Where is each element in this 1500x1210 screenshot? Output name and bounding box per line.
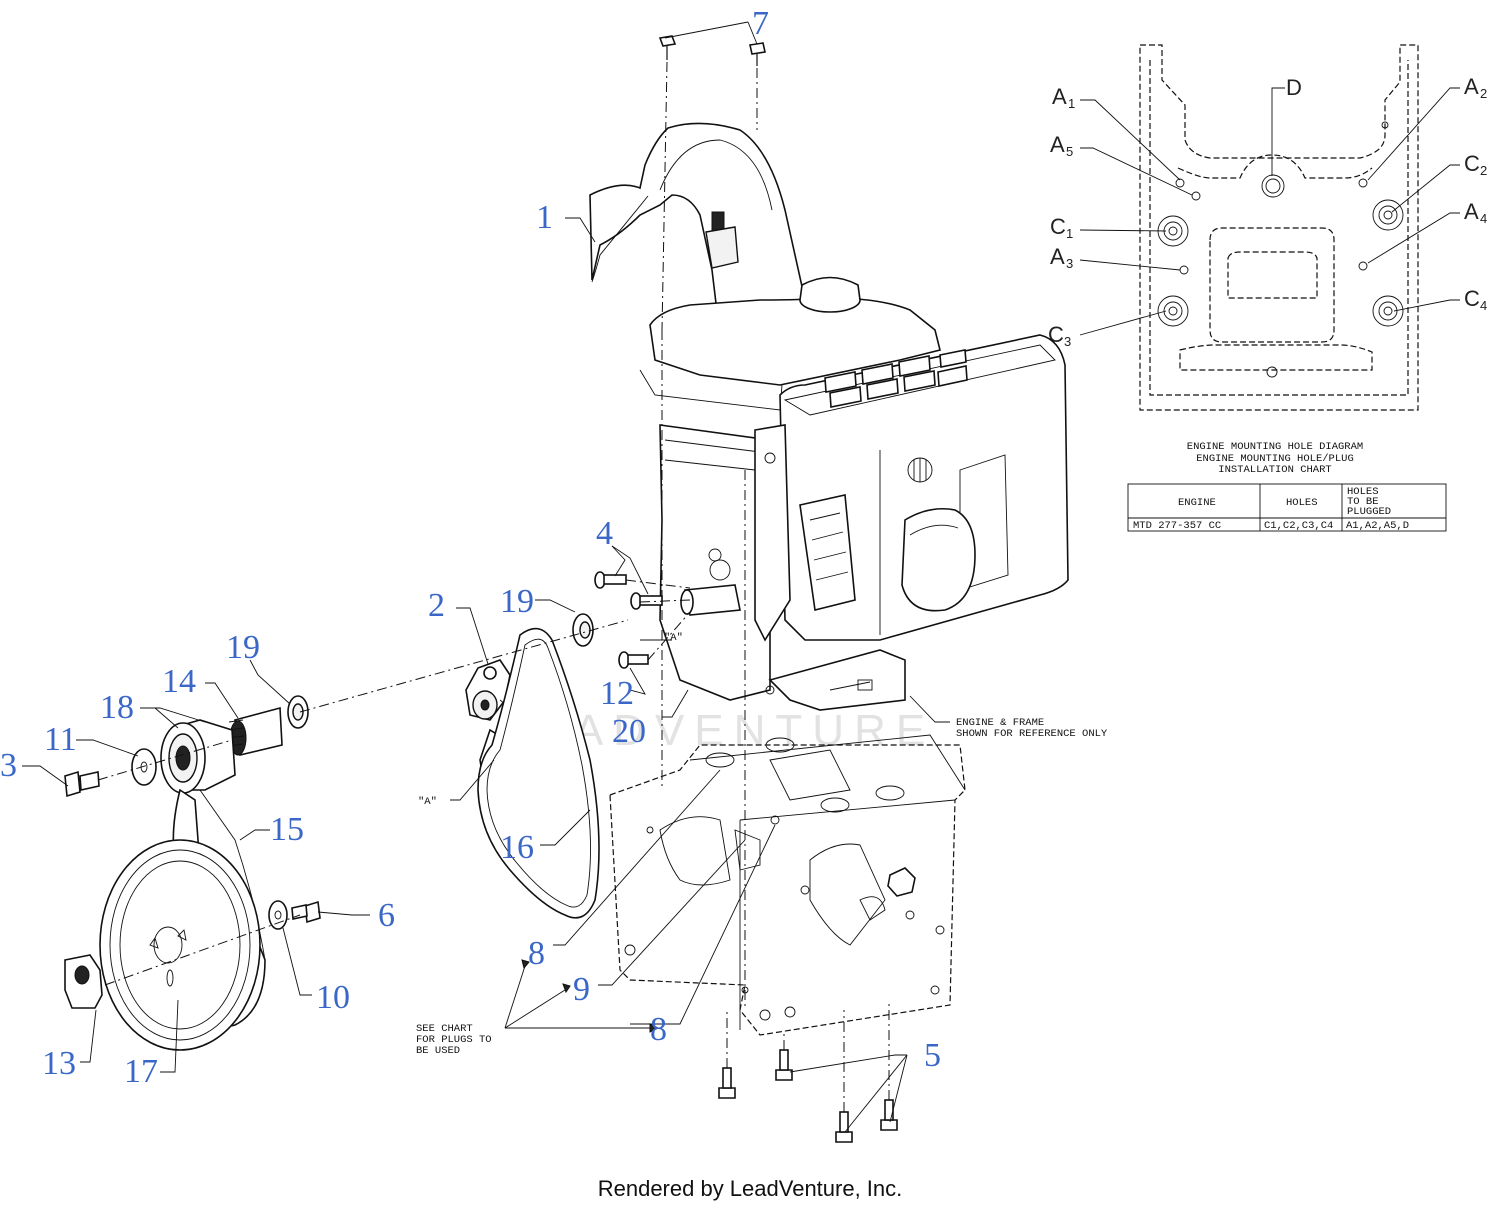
- engine: [589, 122, 1069, 711]
- table-header-plugged-1: HOLES: [1347, 486, 1379, 498]
- label-a2-sub: 2: [1480, 86, 1487, 101]
- callout-leaders: [22, 21, 950, 1133]
- bolt-7-left: [658, 35, 677, 60]
- note-see-chart-3: BE USED: [416, 1045, 460, 1057]
- callout-19-right: 19: [500, 583, 534, 620]
- label-a1-sub: 1: [1068, 96, 1075, 111]
- washer-19-left: [287, 695, 309, 729]
- table-cell-plugged: A1,A2,A5,D: [1346, 520, 1409, 532]
- callout-8-lower: 8: [650, 1011, 667, 1048]
- table-cell-engine: MTD 277-357 CC: [1133, 520, 1221, 532]
- callout-8-upper: 8: [528, 935, 545, 972]
- callout-4: 4: [596, 515, 613, 552]
- installation-chart-title-2: INSTALLATION CHART: [1218, 464, 1331, 476]
- table-header-plugged-3: PLUGGED: [1347, 506, 1391, 518]
- hole-labels: A 1 A 5 C 1 A 3 C 3 D A 2 C 2 A 4 C 4: [1048, 74, 1487, 349]
- bolt-4-lower: [630, 592, 663, 610]
- washer-11: [131, 748, 157, 786]
- callout-12: 12: [600, 675, 634, 712]
- label-c2-sub: 2: [1480, 163, 1487, 178]
- bolt-3: [64, 770, 100, 798]
- bolt-4-upper: [594, 571, 627, 589]
- callout-18: 18: [100, 689, 134, 726]
- callout-2: 2: [428, 587, 445, 624]
- engine-mounting-plate: [1139, 44, 1419, 411]
- callout-10: 10: [316, 979, 350, 1016]
- pulley-18: [160, 719, 236, 794]
- note-a-left: "A": [418, 796, 437, 808]
- hub-13: [64, 954, 103, 1009]
- note-see-chart-2: FOR PLUGS TO: [416, 1034, 492, 1046]
- label-a2: A: [1464, 74, 1479, 99]
- table-cell-holes: C1,C2,C3,C4: [1264, 520, 1333, 532]
- installation-chart-title-1: ENGINE MOUNTING HOLE/PLUG: [1196, 453, 1354, 465]
- note-a-right: "A": [664, 632, 683, 644]
- note-see-chart-1: SEE CHART: [416, 1023, 473, 1035]
- label-a4: A: [1464, 199, 1479, 224]
- pulley-17: [99, 839, 261, 1051]
- note-engine-frame-1: ENGINE & FRAME: [956, 717, 1044, 729]
- table-header-holes: HOLES: [1286, 497, 1318, 509]
- label-c3-sub: 3: [1064, 334, 1071, 349]
- callout-5: 5: [924, 1037, 941, 1074]
- note-engine-frame-2: SHOWN FOR REFERENCE ONLY: [956, 728, 1108, 740]
- callout-7: 7: [752, 5, 769, 42]
- callouts: 1 2 3 4 5 6 7 8 8 9 10 11 12 13 14 15 16…: [0, 5, 941, 1090]
- label-c4-sub: 4: [1480, 298, 1487, 313]
- hole-diagram-leaders: [1079, 87, 1460, 336]
- washer-10: [268, 900, 288, 930]
- callout-1: 1: [536, 199, 553, 236]
- callout-14: 14: [162, 663, 196, 700]
- callout-3: 3: [0, 747, 17, 784]
- hole-diagram-title: ENGINE MOUNTING HOLE DIAGRAM: [1187, 441, 1363, 453]
- label-c1: C: [1050, 214, 1066, 239]
- label-d: D: [1286, 75, 1302, 100]
- label-c4: C: [1464, 286, 1480, 311]
- label-c1-sub: 1: [1066, 226, 1073, 241]
- callout-13: 13: [42, 1045, 76, 1082]
- bolt-5-a: [718, 1067, 736, 1099]
- label-a3: A: [1050, 244, 1065, 269]
- bolt-12: [618, 651, 649, 669]
- label-a5: A: [1050, 132, 1065, 157]
- installation-table: ENGINE HOLES HOLES TO BE PLUGGED MTD 277…: [1127, 483, 1447, 532]
- callout-15: 15: [270, 811, 304, 848]
- bolt-5-b: [775, 1049, 793, 1081]
- callout-11: 11: [44, 721, 77, 758]
- table-header-plugged-2: TO BE: [1347, 496, 1379, 508]
- footer-credit: Rendered by LeadVenture, Inc.: [597, 1176, 903, 1201]
- washer-19-right: [572, 613, 594, 647]
- callout-17: 17: [124, 1053, 158, 1090]
- label-a4-sub: 4: [1480, 211, 1487, 226]
- label-c2: C: [1464, 151, 1480, 176]
- label-a5-sub: 5: [1066, 144, 1073, 159]
- table-header-engine: ENGINE: [1178, 497, 1216, 509]
- callout-9: 9: [573, 971, 590, 1008]
- frame: [609, 734, 966, 1036]
- label-a1: A: [1052, 84, 1067, 109]
- bolt-7-right: [749, 42, 766, 66]
- belt-16: [477, 627, 600, 919]
- label-a3-sub: 3: [1066, 256, 1073, 271]
- callout-19-left: 19: [226, 629, 260, 666]
- callout-16: 16: [500, 829, 534, 866]
- callout-20: 20: [612, 713, 646, 750]
- callout-6: 6: [378, 897, 395, 934]
- bolt-6: [291, 900, 321, 924]
- bushing-14: [227, 706, 283, 756]
